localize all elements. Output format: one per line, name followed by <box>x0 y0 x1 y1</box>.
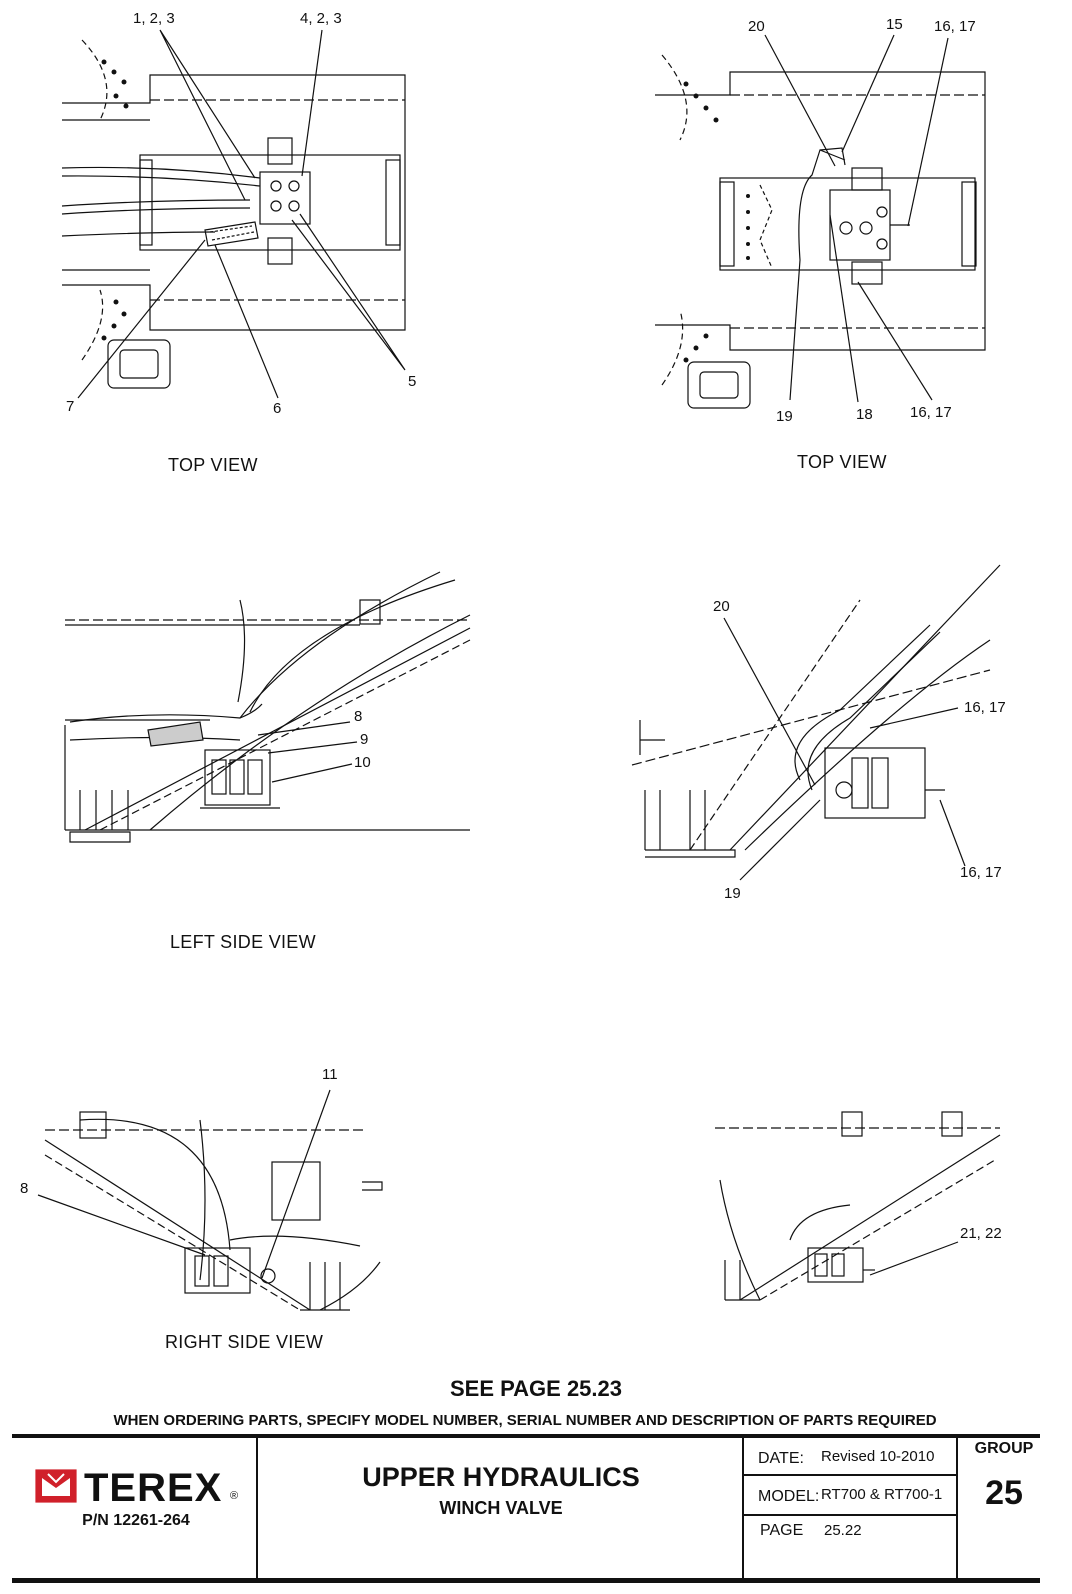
callout-1-2-3: 1, 2, 3 <box>133 10 175 27</box>
callout-15: 15 <box>886 16 903 33</box>
left-side-view-drawing <box>64 571 471 843</box>
callout-16-17-side-b: 16, 17 <box>960 864 1002 881</box>
title-block-row-divider-2 <box>742 1514 956 1516</box>
bottom-right-side-view-drawing <box>715 1111 1001 1301</box>
callout-21-22: 21, 22 <box>960 1225 1002 1242</box>
callout-20-top: 20 <box>748 18 765 35</box>
callout-16-17-side-a: 16, 17 <box>964 699 1006 716</box>
callout-4-2-3: 4, 2, 3 <box>300 10 342 27</box>
callout-11: 11 <box>322 1066 338 1083</box>
view-label-right-side-view: RIGHT SIDE VIEW <box>165 1332 324 1352</box>
title-block-divider-3 <box>956 1436 958 1580</box>
drawing-title: UPPER HYDRAULICS <box>362 1462 640 1492</box>
top-left-top-view-drawing <box>61 29 406 399</box>
date-value: Revised 10-2010 <box>821 1448 935 1465</box>
ordering-instructions: WHEN ORDERING PARTS, SPECIFY MODEL NUMBE… <box>113 1412 937 1429</box>
page-value: 25.22 <box>824 1522 862 1539</box>
callout-7: 7 <box>66 398 75 415</box>
callout-5: 5 <box>408 373 417 390</box>
view-label-top-view-left: TOP VIEW <box>168 455 258 475</box>
right-side-view-drawing <box>37 1089 383 1311</box>
title-block-bottom-border <box>12 1578 1040 1583</box>
title-block-top-border <box>12 1434 1040 1438</box>
callout-19-side: 19 <box>724 885 741 902</box>
title-block-row-divider-1 <box>742 1474 956 1476</box>
callout-10: 10 <box>354 754 371 771</box>
callout-19-top: 19 <box>776 408 793 425</box>
group-label: GROUP <box>974 1440 1034 1457</box>
title-block-divider-2 <box>742 1436 744 1580</box>
model-label: MODEL: <box>758 1488 820 1505</box>
callout-16-17-top-b: 16, 17 <box>910 404 952 421</box>
view-label-left-side-view: LEFT SIDE VIEW <box>170 932 316 952</box>
callout-16-17-top-a: 16, 17 <box>934 18 976 35</box>
top-right-top-view-drawing <box>655 34 986 409</box>
model-value: RT700 & RT700-1 <box>821 1486 943 1503</box>
terex-logo-text: TEREX <box>84 1466 223 1510</box>
callout-20-side: 20 <box>713 598 730 615</box>
callout-8-right: 8 <box>20 1180 29 1197</box>
date-label: DATE: <box>758 1450 804 1467</box>
callout-6: 6 <box>273 400 282 417</box>
title-block-divider-1 <box>256 1436 258 1580</box>
part-number: P/N 12261-264 <box>82 1512 190 1529</box>
middle-right-side-view-drawing <box>631 564 1001 881</box>
group-number: 25 <box>985 1474 1023 1512</box>
see-page-note: SEE PAGE 25.23 <box>449 1376 622 1401</box>
view-label-top-view-right: TOP VIEW <box>797 452 887 472</box>
callout-18: 18 <box>856 406 873 423</box>
callout-8-left: 8 <box>354 708 363 725</box>
terex-logo-registered-mark: ® <box>230 1490 239 1502</box>
callout-9: 9 <box>360 731 369 748</box>
page-label: PAGE <box>760 1522 804 1539</box>
drawing-subtitle: WINCH VALVE <box>439 1498 563 1518</box>
terex-logo-emblem <box>35 1469 77 1503</box>
